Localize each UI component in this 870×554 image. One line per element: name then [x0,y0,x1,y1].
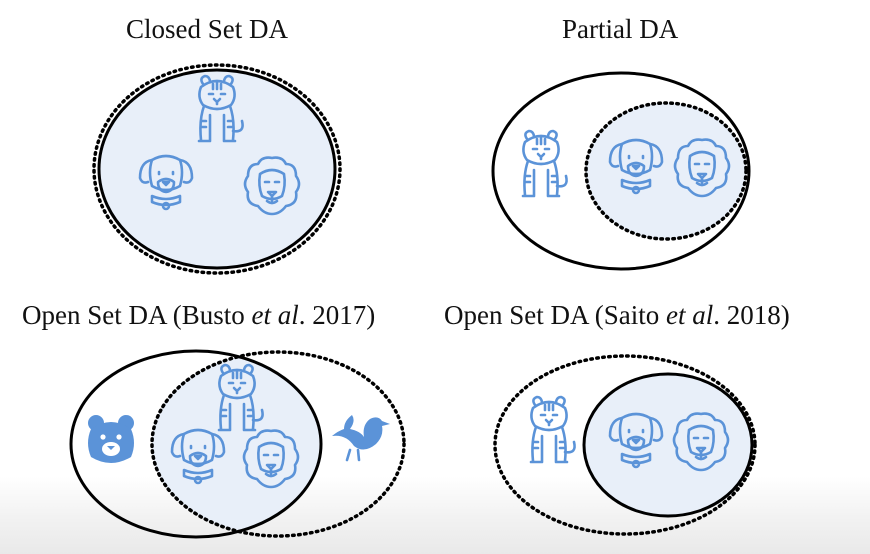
title-busto-italic: et al [251,300,299,330]
title-saito-suffix: . 2018) [713,300,790,330]
title-saito-italic: et al [666,300,714,330]
bear-icon [88,415,134,463]
saito-target-ellipse [493,354,757,536]
busto-target-ellipse [150,350,406,538]
panel-open-set-saito [493,354,757,536]
panel-partial [491,71,751,271]
title-busto-prefix: Open Set DA (Busto [22,300,252,330]
closed-set-target-ellipse [92,63,342,275]
tiger-icon [521,129,568,198]
busto-source-ellipse [69,349,323,539]
title-partial: Partial DA [562,16,678,43]
title-open-set-busto: Open Set DA (Busto et al. 2017) [22,302,375,329]
title-closed-set-text: Closed Set DA [126,14,288,44]
title-busto-suffix: . 2017) [298,300,376,330]
title-open-set-saito: Open Set DA (Saito et al. 2018) [444,302,790,329]
title-closed-set: Closed Set DA [126,16,288,43]
closed-set-source-ellipse [97,68,337,270]
title-saito-prefix: Open Set DA (Saito [444,300,666,330]
partial-target-ellipse [584,101,748,241]
saito-source-ellipse [582,372,754,518]
panel-closed-set [92,63,342,275]
partial-source-ellipse [491,71,751,271]
tiger-icon [529,395,576,464]
title-partial-text: Partial DA [562,14,679,44]
panel-open-set-busto [69,349,406,539]
bird-icon [330,413,392,462]
